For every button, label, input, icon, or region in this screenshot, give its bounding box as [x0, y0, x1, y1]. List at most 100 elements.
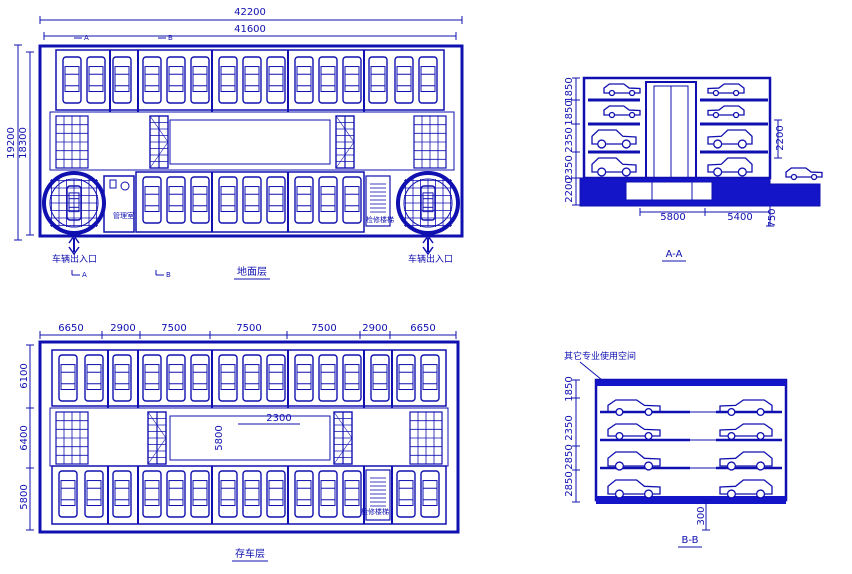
- arrow-icon: [68, 234, 80, 256]
- car-icon: [190, 354, 210, 402]
- car-icon: [342, 354, 362, 402]
- pit: [625, 181, 713, 201]
- section-mark-b-top: B: [168, 34, 173, 42]
- ground-floor-caption: 地面层: [237, 265, 267, 278]
- car-icon: [218, 470, 238, 518]
- car-icon: [142, 56, 162, 104]
- car-icon: [396, 354, 416, 402]
- repair-stair: [365, 175, 391, 227]
- aa-level-dim-2: 1850: [564, 100, 575, 125]
- car-icon: [66, 185, 82, 221]
- bottom-dim-7: 6650: [410, 323, 435, 334]
- car-icon: [294, 56, 314, 104]
- car-icon: [591, 157, 637, 177]
- aa-dim-right: 2200: [775, 125, 786, 150]
- car-icon: [166, 176, 186, 224]
- bb-level-dim-4: 2850: [564, 471, 575, 496]
- parking-row: [51, 465, 447, 525]
- turntable: [396, 171, 460, 235]
- top-dim-outer: 42200: [234, 7, 266, 18]
- car-icon: [218, 176, 238, 224]
- car-icon: [62, 56, 82, 104]
- car-icon: [707, 83, 745, 97]
- lift-shaft: [149, 115, 169, 169]
- car-icon: [707, 129, 753, 149]
- aa-caption: A-A: [666, 249, 683, 260]
- repair-stair: [365, 469, 391, 521]
- car-icon: [591, 129, 637, 149]
- bb-caption: B-B: [682, 535, 699, 546]
- car-icon: [142, 354, 162, 402]
- car-icon: [266, 470, 286, 518]
- car-icon: [266, 176, 286, 224]
- car-icon: [342, 56, 362, 104]
- car-icon: [318, 470, 338, 518]
- car-icon: [84, 354, 104, 402]
- car-icon: [370, 354, 390, 402]
- car-icon: [342, 176, 362, 224]
- bb-dim-pit: 300: [696, 506, 707, 525]
- car-icon: [394, 56, 414, 104]
- lift-frame: [55, 115, 89, 169]
- bottom-dim-1: 6650: [58, 323, 83, 334]
- lift-shaft: [147, 411, 167, 465]
- desk-icon: [109, 179, 117, 189]
- ground-floor-plan: [14, 16, 464, 280]
- bb-level-dim-1: 1850: [564, 376, 575, 401]
- section-mark-a-top: A: [84, 34, 89, 42]
- car-icon: [190, 470, 210, 518]
- bottom-inner-dim-v: 5800: [214, 425, 225, 450]
- leader-line: [579, 361, 603, 381]
- aa-dim-span-right: 5400: [727, 212, 752, 223]
- bottom-dim-4: 7500: [236, 323, 261, 334]
- car-icon: [242, 176, 262, 224]
- car-icon: [294, 470, 314, 518]
- arrow-icon: [422, 234, 434, 256]
- car-icon: [166, 354, 186, 402]
- car-icon: [142, 470, 162, 518]
- aa-dim-span-left: 5800: [660, 212, 685, 223]
- bottom-dim-6: 2900: [362, 323, 387, 334]
- car-icon: [418, 56, 438, 104]
- rect: [365, 175, 391, 227]
- car-icon: [166, 470, 186, 518]
- car-icon: [420, 185, 436, 221]
- bottom-inner-dim-h: 2300: [266, 413, 291, 424]
- car-icon: [242, 56, 262, 104]
- aa-dim-depth: 750: [767, 208, 778, 227]
- car-icon: [84, 470, 104, 518]
- bb-note: 其它专业使用空间: [564, 350, 636, 362]
- slab: [596, 380, 786, 386]
- parking-row: [135, 171, 365, 233]
- bottom-dim-5: 7500: [311, 323, 336, 334]
- aisle: [49, 407, 449, 467]
- car-icon: [242, 470, 262, 518]
- car-icon: [318, 354, 338, 402]
- turntable: [42, 171, 106, 235]
- car-icon: [607, 399, 661, 417]
- lift-frame: [55, 411, 89, 465]
- car-icon: [218, 56, 238, 104]
- car-icon: [242, 354, 262, 402]
- center-void: [169, 415, 331, 461]
- entry-label-left: 车辆出入口: [52, 253, 97, 265]
- car-icon: [294, 354, 314, 402]
- car-icon: [58, 470, 78, 518]
- pit-platform: [651, 181, 693, 201]
- top-dim-side-outer: 19200: [6, 127, 17, 159]
- car-icon: [785, 167, 823, 181]
- car-icon: [607, 451, 661, 471]
- car-icon: [266, 354, 286, 402]
- parking-floor-caption: 存车层: [235, 547, 265, 560]
- bottom-side-dim-3: 5800: [19, 484, 30, 509]
- management-room: [103, 175, 135, 233]
- bottom-dim-3: 7500: [161, 323, 186, 334]
- bottom-side-dim-2: 6400: [19, 425, 30, 450]
- building-outline: [38, 44, 464, 238]
- parking-row: [51, 349, 447, 407]
- car-icon: [142, 176, 162, 224]
- car-icon: [719, 423, 773, 441]
- car-icon: [58, 354, 78, 402]
- car-icon: [166, 56, 186, 104]
